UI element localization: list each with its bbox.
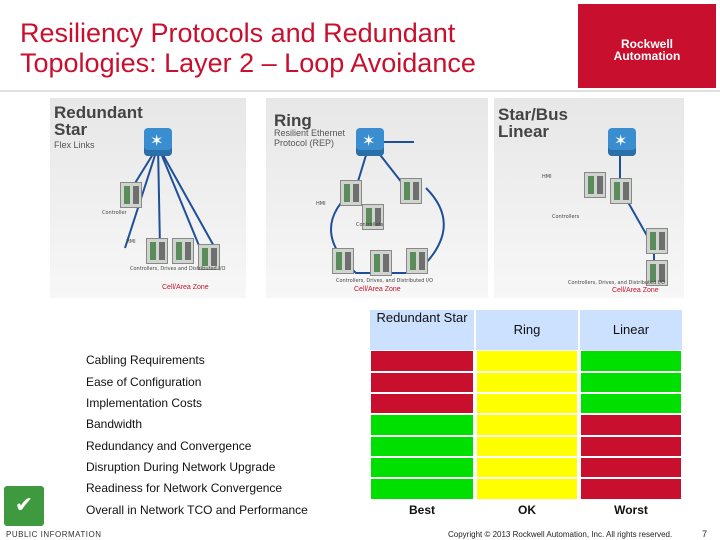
- logo-line-2: Automation: [613, 49, 681, 63]
- slide-header: Resiliency Protocols and Redundant Topol…: [0, 0, 720, 92]
- ring-hmi-label: HMI: [316, 201, 326, 207]
- device-icon: [362, 204, 384, 230]
- ring-bottom-label: Controllers, Drives, and Distributed I/O: [336, 278, 433, 284]
- row-label: Readiness for Network Convergence: [86, 481, 283, 495]
- rating-cell: [580, 393, 682, 414]
- slide-title: Resiliency Protocols and Redundant Topol…: [20, 18, 580, 78]
- logo-text: Rockwell Automation: [578, 38, 716, 62]
- device-icon: [610, 178, 632, 204]
- switch-icon: [356, 128, 384, 156]
- column-header-ring: Ring: [476, 310, 578, 350]
- linear-title-line-1: Star/Bus: [498, 105, 568, 124]
- rating-cell: [580, 436, 682, 457]
- device-icon: [400, 178, 422, 204]
- rating-cell: [370, 372, 474, 393]
- row-label: Redundancy and Convergence: [86, 439, 252, 453]
- star-title-line-2: Star: [54, 120, 88, 139]
- star-hmi-label: HMI: [126, 239, 136, 245]
- row-label: Ease of Configuration: [86, 375, 202, 389]
- linear-zone-label: Cell/Area Zone: [612, 287, 659, 294]
- rating-cell: [370, 478, 474, 500]
- star-title: Redundant Star: [54, 104, 143, 138]
- rating-cell: [476, 457, 578, 478]
- linear-title-line-2: Linear: [498, 122, 550, 141]
- rating-cell: [476, 372, 578, 393]
- row-label: Overall in Network TCO and Performance: [86, 503, 308, 517]
- star-zone-label: Cell/Area Zone: [162, 284, 209, 291]
- device-icon: [370, 250, 392, 276]
- device-icon: [340, 180, 362, 206]
- rating-cell: [370, 457, 474, 478]
- ring-diagram: Ring Resilient Ethernet Protocol (REP) H…: [266, 98, 488, 298]
- rating-cell: [370, 436, 474, 457]
- summary-redundant-star: Best: [408, 503, 435, 517]
- classification-label: PUBLIC INFORMATION: [6, 530, 102, 539]
- switch-icon: [144, 128, 172, 156]
- ring-title: Ring: [274, 111, 312, 130]
- rating-cell: [370, 350, 474, 372]
- device-icon: [646, 228, 668, 254]
- linear-title: Star/Bus Linear: [498, 106, 568, 140]
- linear-bottom-label: Controllers, Drives, and Distributed I/O: [568, 280, 665, 286]
- summary-linear: Worst: [614, 503, 648, 517]
- linear-hmi-label: HMI: [542, 174, 552, 180]
- row-label: Disruption During Network Upgrade: [86, 460, 276, 474]
- rating-cell: [580, 414, 682, 436]
- ring-subtitle-line-1: Resilient Ethernet: [274, 128, 346, 138]
- column-header-redundant-star: Redundant Star: [370, 310, 474, 350]
- copyright-text: Copyright © 2013 Rockwell Automation, In…: [448, 530, 673, 539]
- row-label: Bandwidth: [86, 417, 143, 431]
- rating-cell: [370, 393, 474, 414]
- ring-controller-label: Controllers: [356, 222, 384, 228]
- device-icon: [120, 182, 142, 208]
- device-icon: [646, 260, 668, 286]
- rating-cell: [580, 350, 682, 372]
- page-number: 7: [702, 529, 708, 539]
- rating-cell: [476, 393, 578, 414]
- check-icon: ✔: [4, 486, 44, 526]
- star-title-line-1: Redundant: [54, 103, 143, 122]
- logo-line-1: Rockwell: [620, 37, 674, 51]
- linear-controller-label: Controllers: [552, 214, 580, 220]
- rating-cell: [370, 414, 474, 436]
- star-subtitle: Flex Links: [54, 140, 95, 150]
- column-header-linear: Linear: [580, 310, 682, 350]
- rating-cell: [580, 457, 682, 478]
- rating-cell: [476, 414, 578, 436]
- ring-subtitle-line-2: Protocol (REP): [274, 138, 335, 148]
- row-label: Cabling Requirements: [86, 353, 205, 367]
- star-bottom-label: Controllers, Drives and Distributed I/O: [130, 266, 226, 272]
- switch-icon: [608, 128, 636, 156]
- device-icon: [406, 248, 428, 274]
- rating-cell: [580, 478, 682, 500]
- title-line-2: Topologies: Layer 2 – Loop Avoidance: [20, 48, 476, 78]
- device-icon: [198, 244, 220, 270]
- rating-cell: [476, 478, 578, 500]
- linear-diagram: Star/Bus Linear HMI Controllers Controll…: [494, 98, 684, 298]
- summary-ring: OK: [518, 503, 536, 517]
- row-label: Implementation Costs: [86, 396, 203, 410]
- header-divider: [0, 90, 720, 92]
- title-line-1: Resiliency Protocols and Redundant: [20, 18, 456, 48]
- redundant-star-diagram: Redundant Star Flex Links Controller HMI…: [50, 98, 246, 298]
- device-icon: [172, 238, 194, 264]
- ring-subtitle: Resilient Ethernet Protocol (REP): [274, 128, 345, 148]
- device-icon: [146, 238, 168, 264]
- star-controller-label: Controller: [102, 210, 127, 216]
- ring-zone-label: Cell/Area Zone: [354, 286, 401, 293]
- device-icon: [332, 248, 354, 274]
- rating-cell: [476, 436, 578, 457]
- device-icon: [584, 172, 606, 198]
- rating-cell: [580, 372, 682, 393]
- rating-cell: [476, 350, 578, 372]
- rockwell-logo: Rockwell Automation: [578, 4, 716, 88]
